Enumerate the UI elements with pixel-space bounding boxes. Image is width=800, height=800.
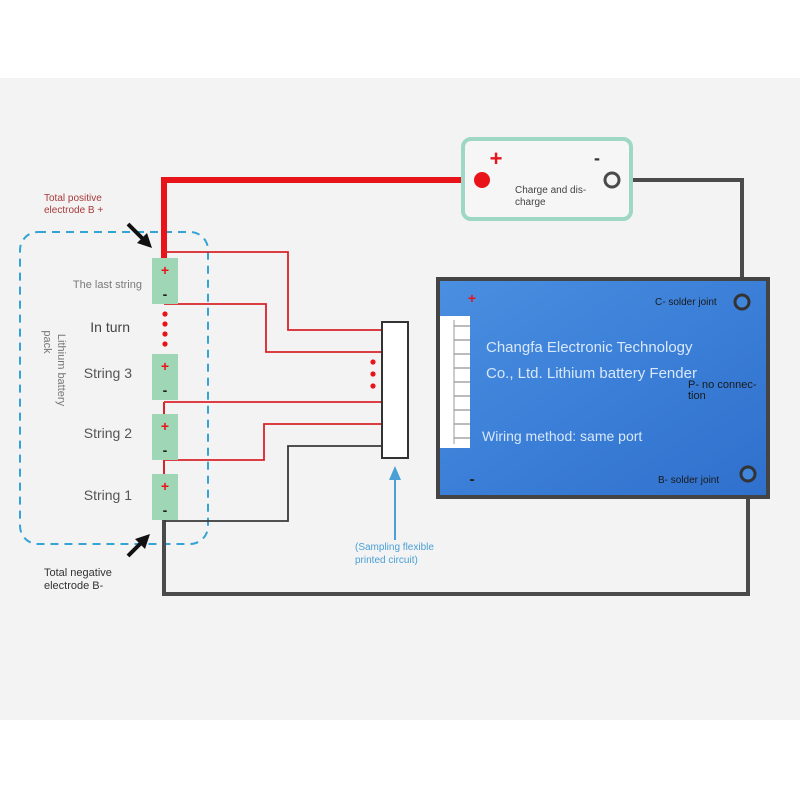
board-p-label-2: tion (688, 390, 706, 402)
connector-dot (370, 371, 376, 377)
cell-2-plus: + (161, 418, 169, 434)
in-turn-dot (162, 341, 168, 347)
sense-wire-2 (164, 303, 382, 353)
board-title-1: Changfa Electronic Technology (486, 339, 693, 356)
label-string-2: String 2 (84, 425, 132, 441)
load-negative-terminal (603, 171, 621, 189)
load-box (461, 137, 633, 221)
in-turn-dot (162, 331, 168, 337)
board-title-2: Co., Ltd. Lithium battery Fender (486, 365, 697, 382)
connector-dot (370, 359, 376, 365)
c-solder-joint (733, 293, 751, 311)
sampling-connector (381, 321, 409, 459)
sense-wire-1 (164, 251, 382, 331)
bms-board (436, 277, 770, 499)
b-solder-joint (739, 465, 757, 483)
battery-pack-outline (19, 231, 209, 545)
board-plus: + (468, 290, 476, 306)
total-negative-label-2: electrode B- (44, 580, 104, 592)
positive-main-wire (161, 177, 482, 258)
cell-last-plus: + (161, 262, 169, 278)
sense-wire-5 (164, 445, 382, 522)
sampling-arrow-icon (389, 466, 401, 540)
in-turn-dot (162, 321, 168, 327)
positive-arrow-icon (126, 222, 152, 248)
load-minus: - (594, 148, 600, 168)
label-string-3: String 3 (84, 365, 132, 381)
board-minus: - (469, 471, 474, 488)
sense-wire-4 (164, 423, 382, 461)
board-p-label-1: P- no connec- (688, 379, 757, 391)
label-in-turn: In turn (90, 319, 130, 335)
board-c-joint: C- solder joint (655, 297, 717, 308)
board-wiring-method: Wiring method: same port (482, 428, 642, 444)
cell-string-3 (152, 354, 178, 400)
total-positive-label-1: Total positive (44, 193, 102, 204)
sampling-label-2: printed circuit) (355, 555, 418, 566)
cell-last-string (152, 258, 178, 304)
label-last-string: The last string (73, 279, 142, 291)
negative-arrow-icon (126, 534, 150, 558)
cell-1-plus: + (161, 478, 169, 494)
load-label-2: charge (515, 197, 546, 208)
in-turn-dot (162, 311, 168, 317)
cell-2-minus: - (163, 442, 168, 458)
cell-string-1 (152, 474, 178, 520)
cell-string-2 (152, 414, 178, 460)
load-positive-terminal (474, 172, 490, 188)
sampling-label-1: (Sampling flexible (355, 542, 434, 553)
cell-1-minus: - (163, 502, 168, 518)
load-negative-wire (612, 178, 744, 302)
pack-label: Lithium battery pack (41, 330, 67, 406)
negative-main-wire (162, 474, 750, 596)
label-string-1: String 1 (84, 487, 132, 503)
pack-label-line2: pack (41, 330, 53, 354)
cell-3-plus: + (161, 358, 169, 374)
total-positive-label-2: electrode B + (44, 205, 103, 216)
cell-last-minus: - (163, 286, 168, 302)
board-b-joint: B- solder joint (658, 475, 719, 486)
board-connector-pins (453, 320, 470, 444)
cell-3-minus: - (163, 382, 168, 398)
load-plus: + (490, 146, 503, 171)
connector-dot (370, 383, 376, 389)
total-negative-label-1: Total negative (44, 567, 112, 579)
load-label-1: Charge and dis- (515, 185, 586, 196)
pack-label-line1: Lithium battery (55, 334, 67, 407)
